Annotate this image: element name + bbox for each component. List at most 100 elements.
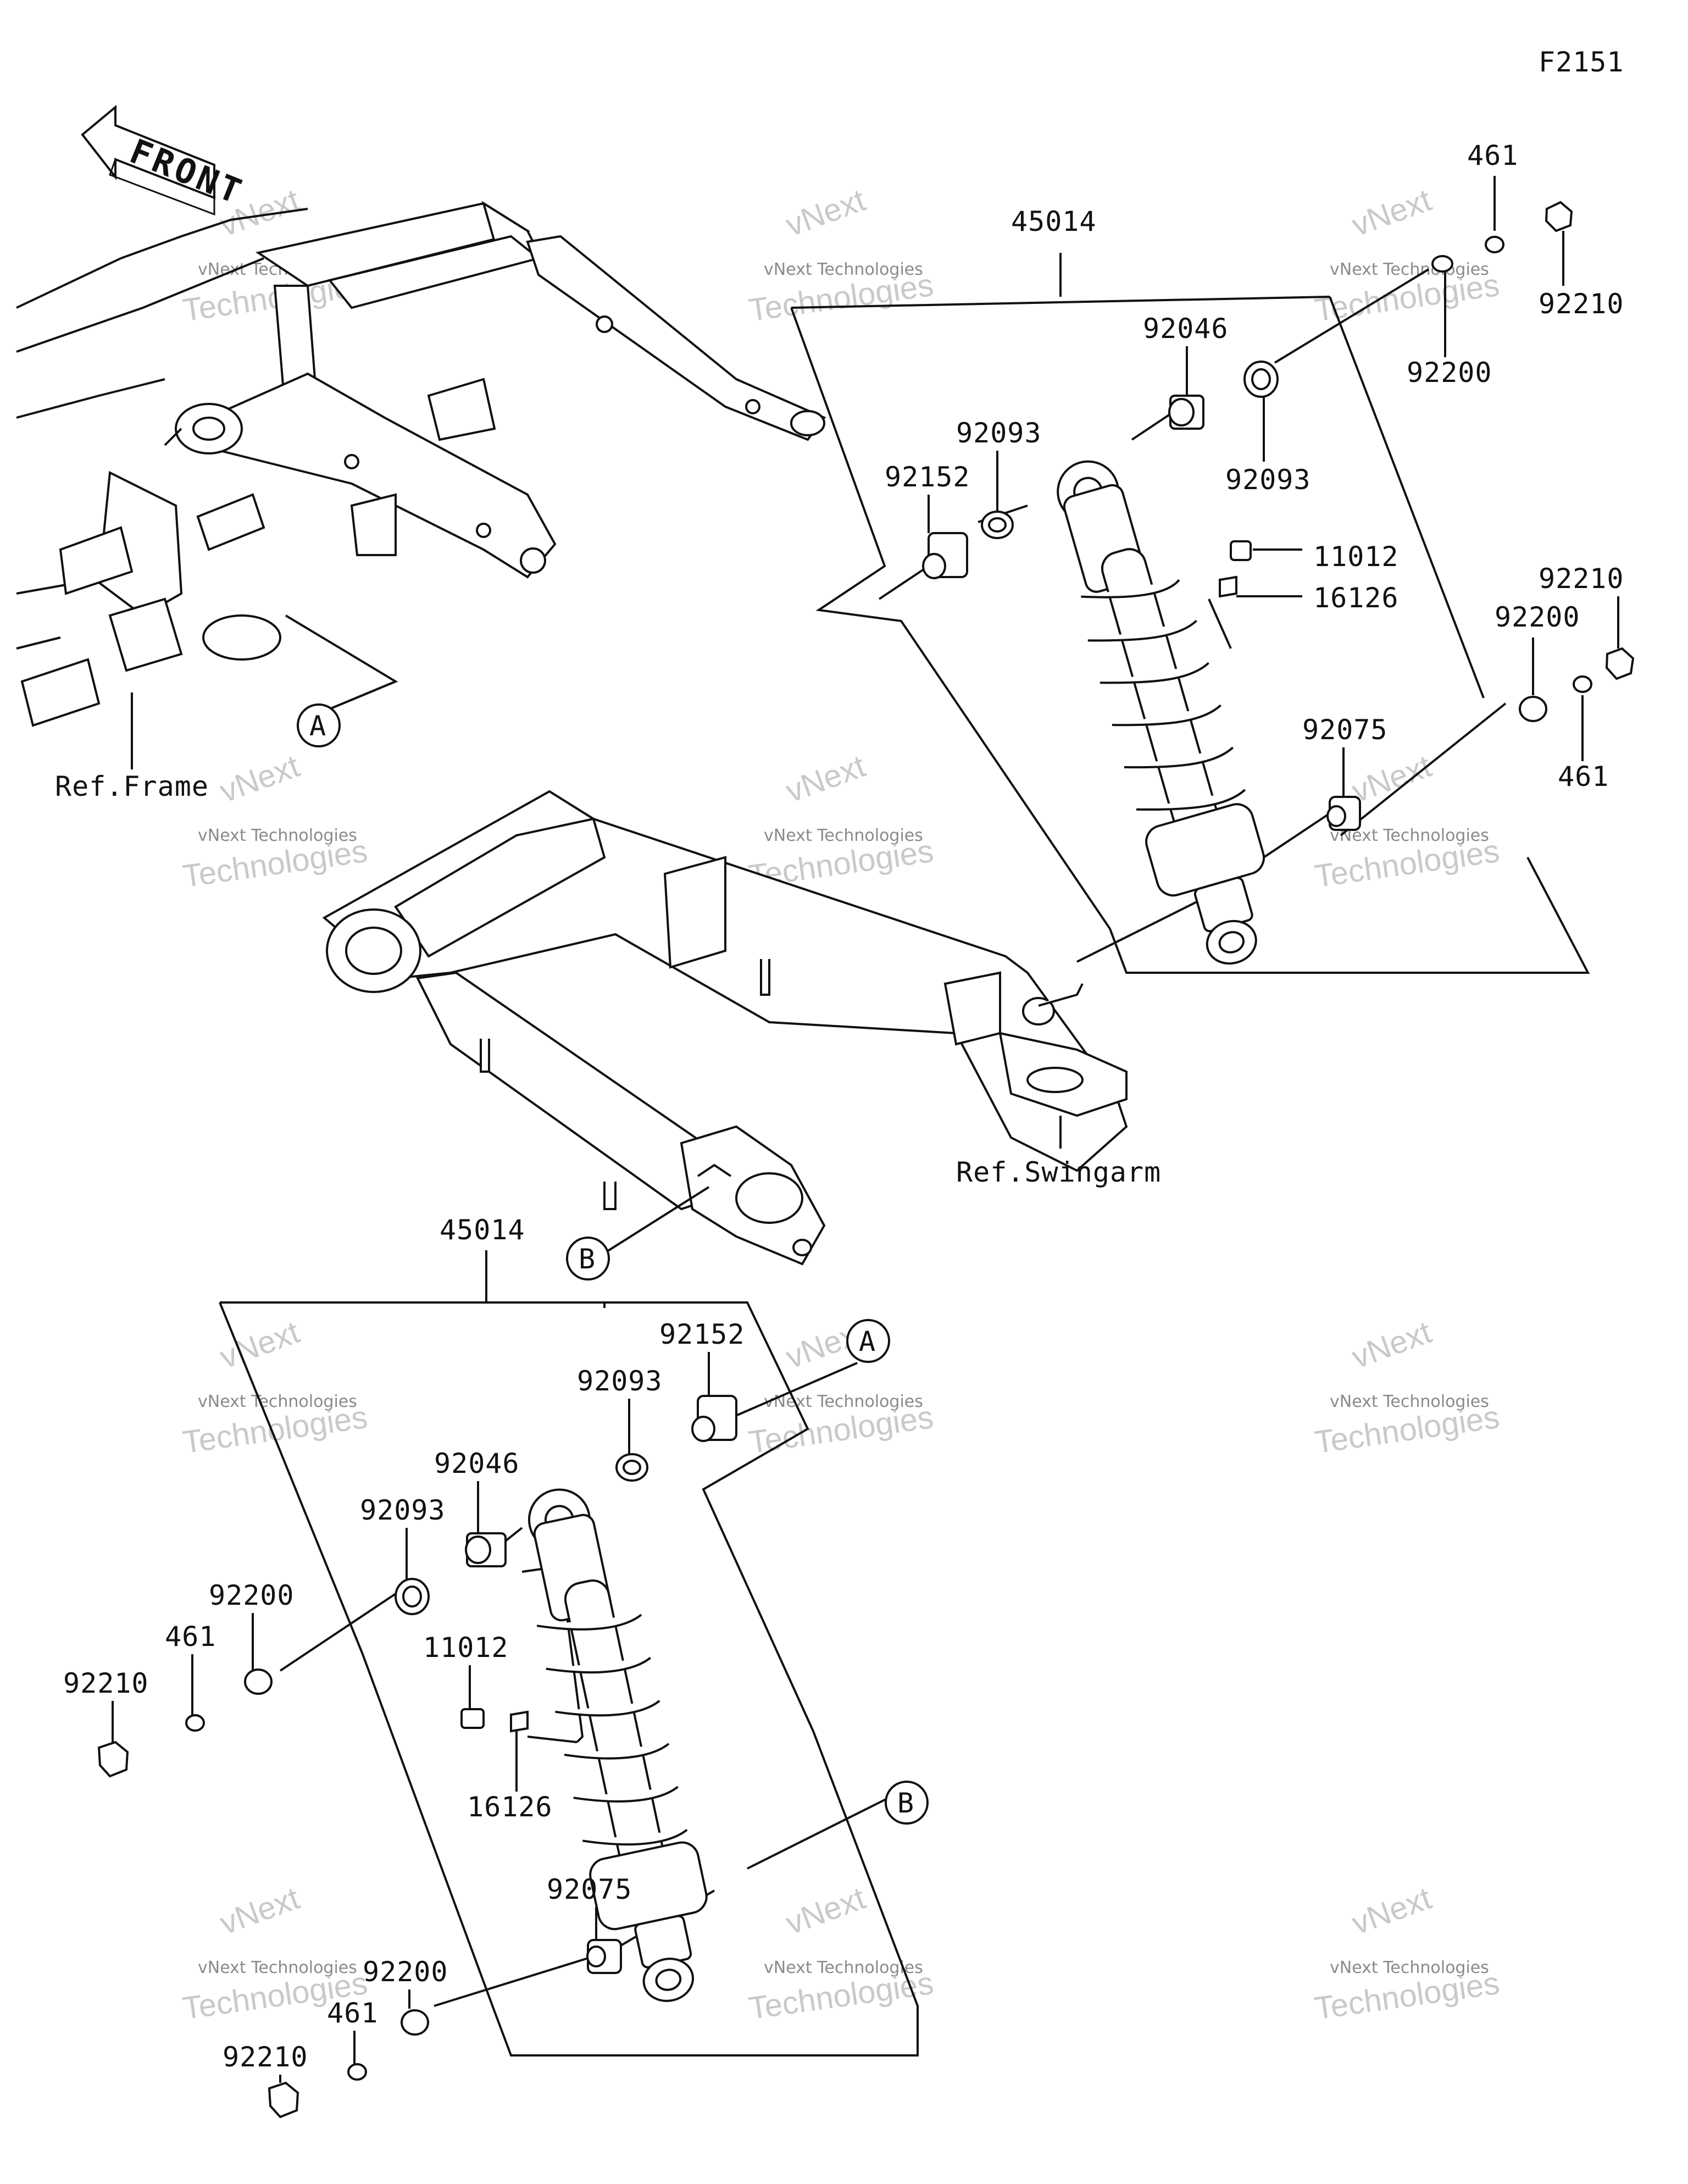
collar-92152: [922, 532, 968, 579]
front-label: FRONT: [124, 131, 249, 213]
lower-label-92200-top: 92200: [209, 1579, 295, 1611]
watermark: vNext vNext Technologies Technologies: [746, 748, 935, 894]
watermark-line2: vNext Technologies: [198, 1392, 357, 1411]
bushing-92075: [1326, 796, 1361, 831]
watermark-line2: vNext Technologies: [764, 1392, 923, 1411]
lower-shock-absorber: [528, 1488, 708, 2002]
lower-washer-92200-top: [244, 1669, 273, 1695]
lower-fitting-16126: [510, 1710, 529, 1733]
callout-b-lower: B: [885, 1781, 929, 1825]
watermark-line2: vNext Technologies: [764, 826, 923, 845]
label-461-top: 461: [1467, 140, 1518, 171]
callout-a-lower: A: [846, 1319, 890, 1363]
callout-b-lower-letter: B: [897, 1787, 914, 1819]
watermark-line1: vNext: [1347, 1314, 1436, 1376]
lower-collar-92152: [691, 1395, 737, 1442]
ref-swingarm-label: Ref.Swingarm: [956, 1156, 1161, 1188]
nut-92210-right: [1605, 647, 1635, 680]
label-92093-right: 92093: [1225, 464, 1311, 496]
watermark-line2: vNext Technologies: [764, 260, 923, 279]
watermark-line2: vNext Technologies: [1330, 1958, 1489, 1977]
lower-label-92075: 92075: [547, 1873, 632, 1905]
lower-bushing-92075: [586, 1939, 622, 1974]
nut-92210-top: [1545, 201, 1573, 232]
watermark-line1: vNext: [781, 182, 870, 243]
label-16126: 16126: [1313, 582, 1399, 614]
washer-92200-right: [1519, 696, 1547, 722]
label-11012: 11012: [1313, 541, 1399, 573]
lower-seal-92093-left: [395, 1578, 430, 1615]
swingarm-drawing: [322, 790, 1128, 1266]
watermark-line1: vNext: [215, 1880, 304, 1942]
lower-label-11012: 11012: [423, 1632, 509, 1664]
watermark-line2: vNext Technologies: [198, 826, 357, 845]
lower-washer-92200-bottom: [401, 2009, 429, 2036]
watermark-line2: vNext Technologies: [1330, 1392, 1489, 1411]
lower-washer-461-bottom: [347, 2063, 367, 2081]
label-92210-right: 92210: [1539, 563, 1624, 595]
seal-92093-left: [981, 511, 1014, 539]
front-arrow-icon: FRONT: [81, 104, 250, 216]
watermark-line2: vNext Technologies: [764, 1958, 923, 1977]
callout-b-letter: B: [579, 1243, 596, 1275]
watermark-line1: vNext: [215, 748, 304, 810]
lower-cap-11012: [460, 1708, 485, 1729]
lower-shock-assembly: 45014: [63, 1214, 929, 2119]
lower-label-92152: 92152: [659, 1318, 745, 1350]
lower-assembly-number: 45014: [440, 1214, 525, 1246]
lower-bearing-92046: [465, 1532, 507, 1567]
label-461-right: 461: [1558, 761, 1609, 792]
upper-shock-assembly: 45014 461 92210 92200 92046 92093 92093 …: [790, 140, 1635, 974]
upper-bracket-top: [791, 296, 1330, 309]
washer-461-right: [1573, 675, 1592, 693]
watermark: vNext vNext Technologies Technologies: [180, 748, 369, 894]
frame-drawing: [16, 201, 826, 727]
lower-nut-92210-bottom: [268, 2081, 299, 2119]
ref-frame-label: Ref.Frame: [55, 771, 209, 802]
watermark-line1: vNext: [1347, 1880, 1436, 1942]
lower-label-92210-bottom: 92210: [223, 2041, 308, 2073]
upper-assembly-number: 45014: [1011, 206, 1097, 237]
label-92210-top: 92210: [1539, 288, 1624, 320]
watermark-line2: vNext Technologies: [1330, 260, 1489, 279]
lower-label-92046: 92046: [434, 1448, 520, 1479]
upper-shock-absorber: [1057, 460, 1265, 965]
watermark-line2: vNext Technologies: [198, 1958, 357, 1977]
watermark-line1: vNext: [1347, 182, 1436, 243]
lower-nut-92210-top: [97, 1740, 129, 1778]
label-92046: 92046: [1143, 313, 1229, 345]
lower-seal-92093-top: [615, 1453, 648, 1482]
figure-code: F2151: [1539, 46, 1624, 78]
watermark: vNext vNext Technologies Technologies: [746, 1314, 935, 1460]
lower-label-92200-bottom: 92200: [363, 1956, 448, 1988]
cap-11012: [1230, 540, 1252, 561]
lower-label-461-top: 461: [165, 1621, 216, 1653]
lower-label-16126: 16126: [467, 1791, 553, 1823]
bearing-92046: [1168, 395, 1204, 430]
watermark-line1: vNext: [781, 748, 870, 810]
callout-a-letter: A: [309, 710, 326, 742]
label-92075-upper: 92075: [1302, 714, 1388, 746]
callout-b-swingarm: B: [566, 1237, 610, 1281]
watermark: vNext vNext Technologies Technologies: [1312, 1314, 1501, 1460]
watermark: vNext vNext Technologies Technologies: [1312, 1880, 1501, 2026]
label-92152: 92152: [885, 461, 970, 493]
label-92200-top: 92200: [1407, 357, 1492, 389]
lower-label-92093-left: 92093: [360, 1494, 446, 1526]
callout-a-lower-letter: A: [859, 1326, 876, 1357]
callout-a-frame: A: [297, 703, 341, 747]
lower-label-461-bottom: 461: [327, 1997, 378, 2029]
watermark: vNext vNext Technologies Technologies: [746, 1880, 935, 2026]
label-92093-left: 92093: [956, 417, 1042, 449]
watermark-line1: vNext: [781, 1880, 870, 1942]
lower-washer-461-top: [185, 1714, 205, 1732]
lower-label-92093-top: 92093: [577, 1365, 663, 1397]
fitting-16126: [1219, 575, 1237, 598]
washer-92200-top: [1431, 255, 1453, 273]
lower-label-92210-top: 92210: [63, 1667, 149, 1699]
washer-461-top: [1485, 236, 1504, 253]
seal-92093-right: [1243, 361, 1279, 398]
label-92200-right: 92200: [1495, 601, 1580, 633]
